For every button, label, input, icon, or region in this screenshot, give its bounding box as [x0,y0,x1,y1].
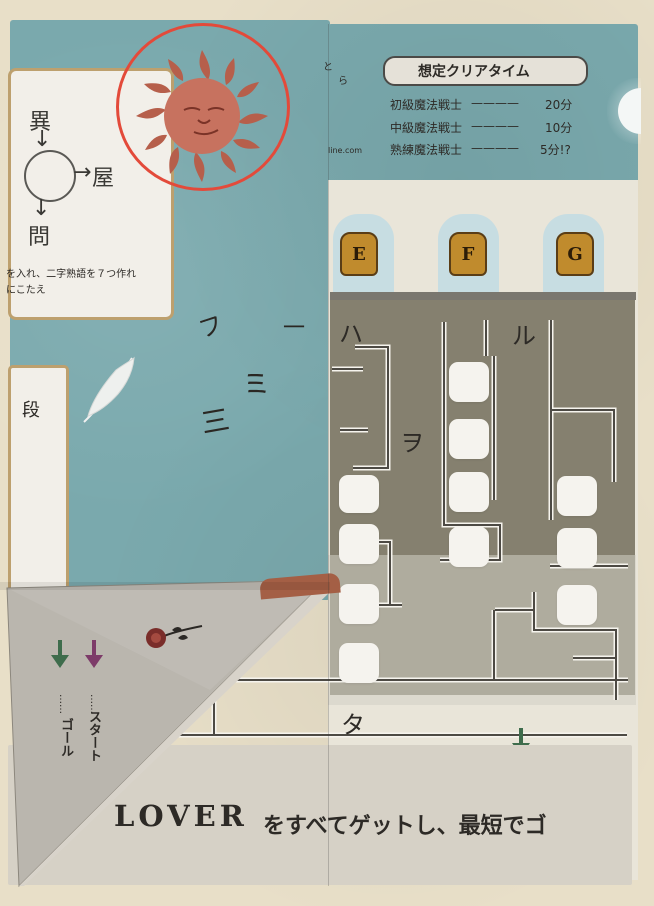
legend-green-arrow-icon [51,640,69,668]
maze-cell-e4 [339,643,379,683]
time-dash-2: ———— [471,119,519,133]
lover-title: LOVER [114,799,248,833]
feather-icon [83,356,135,423]
legend-dots-left: …… [57,694,68,714]
maze-cell-g1 [557,476,597,516]
time-dash-1: ———— [471,96,519,110]
rose-icon [146,625,203,648]
clear-time-title: 想定クリアタイム [418,64,530,80]
maze-top-border [330,292,636,300]
maze-lines [162,320,628,738]
time-label-2: 中級魔法戦士 [390,121,463,135]
tiny-top-fragment-2: ら [338,76,348,87]
maze-cell-f3 [449,472,489,512]
time-value-3: 5分!? [540,143,571,157]
time-label-3: 熟練魔法戦士 [390,143,463,157]
time-label-1: 初級魔法戦士 [390,98,463,112]
highlight-circle [116,23,290,191]
maze-cell-f2 [449,419,489,459]
teal-panel-top-right [328,24,638,204]
kanji-arrow-right: → [73,160,92,185]
tiny-top-fragment-1: と [323,62,333,73]
kanji-blank-circle [24,150,76,202]
maze-cell-g2 [557,528,597,568]
left-fold-shadow [0,582,330,590]
puzzle-instruction-1: を入れ、二字熟語を７つ作れ [6,269,137,280]
puzzle-instruction-2: にこたえ [6,285,46,296]
maze-kana-ru: ル [512,322,536,350]
kanji-arrow-down-2: ↓ [32,196,51,221]
clear-time-banner [383,56,588,86]
time-value-2: 10分 [545,121,573,135]
kanji-right: 屋 [92,166,115,191]
center-fold-line [328,24,329,886]
url-fragment: line.com [328,146,363,155]
kanji-top: 異 [29,110,52,135]
bottom-headline: をすべてゲットし、最短でゴ [263,814,547,839]
maze-kana-wo: ヲ [400,429,424,457]
time-value-1: 20分 [545,98,573,112]
plaque-g: G [556,232,594,276]
kanji-bottom: 問 [28,225,51,250]
legend-purple-arrow-icon [85,640,103,668]
left-sidebar-char: 段 [22,400,40,421]
time-dash-3: ———— [471,141,519,155]
plaque-f: F [449,232,487,276]
left-secondary-panel [8,365,69,594]
plaque-e: E [340,232,378,276]
maze-cell-e2 [339,524,379,564]
stroke-ichi: 一 [283,316,306,341]
maze-cell-e3 [339,584,379,624]
kanji-arrow-down-1: ↓ [33,127,52,152]
maze-cell-f4 [449,527,489,567]
legend-dots-right: …… [88,694,99,714]
maze-kana-ta: タ [341,711,365,739]
maze-cell-f1 [449,362,489,402]
legend-goal-label: ゴール [58,718,73,757]
maze-kana-ha: ハ [339,320,363,348]
maze-cell-e1 [339,475,379,513]
maze-cell-g3 [557,585,597,625]
legend-start-label: スタート [86,710,101,762]
